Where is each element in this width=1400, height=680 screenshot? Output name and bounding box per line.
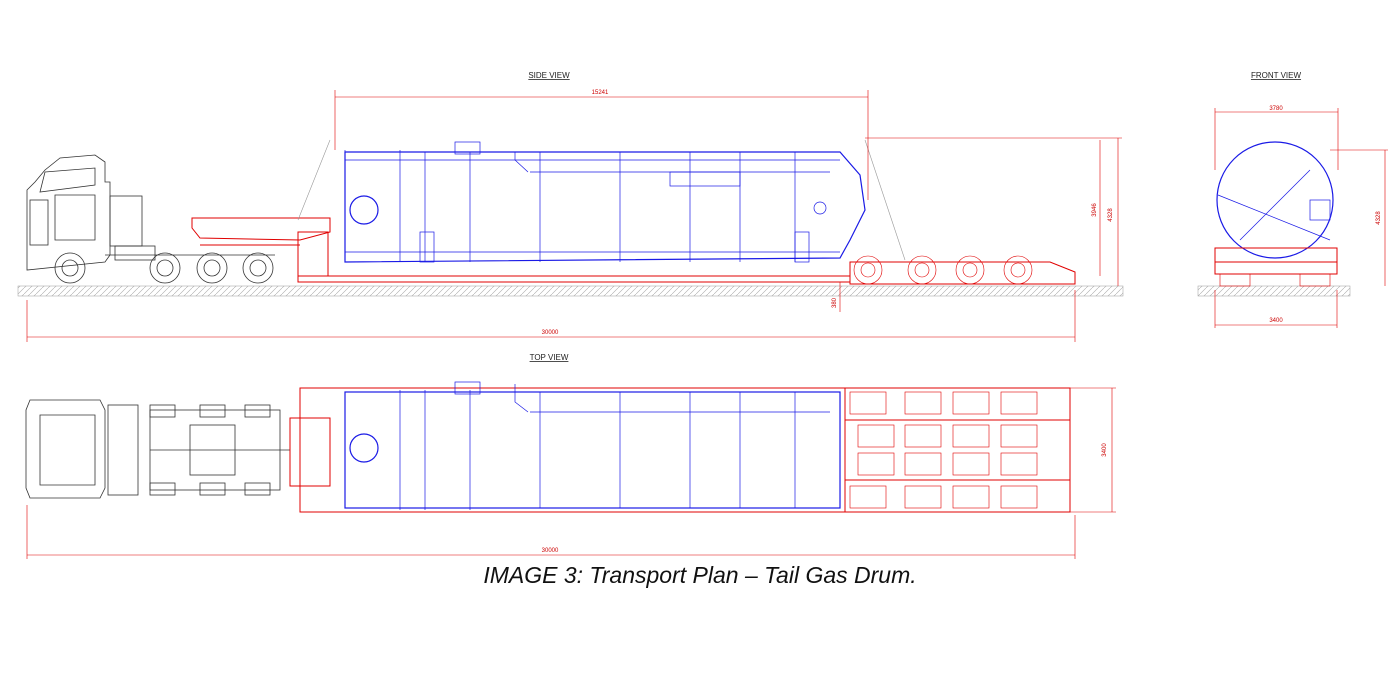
top-dimensions: 3400 30000 — [26, 387, 1116, 559]
dim-front-trailer-width: 3400 — [1269, 318, 1283, 324]
dim-front-drum-width: 3780 — [1269, 106, 1283, 112]
side-view-title: SIDE VIEW — [528, 71, 570, 80]
dim-front-height: 4328 — [1376, 211, 1382, 225]
drum-vessel-top — [344, 381, 841, 510]
trailer-top — [289, 387, 1071, 513]
dim-top-width: 3400 — [1102, 443, 1108, 457]
side-ground — [17, 285, 1124, 297]
side-view: SIDE VIEW — [17, 71, 1124, 342]
dim-total-height: 4328 — [1108, 208, 1114, 222]
drum-vessel-front — [1216, 141, 1334, 259]
side-dimensions: 15241 4328 3946 380 30000 — [26, 90, 1122, 342]
truck-side — [26, 154, 275, 284]
dim-drum-length: 15241 — [592, 90, 609, 96]
figure-caption: IMAGE 3: Transport Plan – Tail Gas Drum. — [483, 562, 917, 588]
dim-drum-height: 3946 — [1092, 203, 1098, 217]
top-view-title: TOP VIEW — [530, 353, 569, 362]
trailer-side — [191, 139, 1076, 285]
truck-top — [25, 399, 290, 499]
top-view: TOP VIEW — [25, 353, 1116, 559]
front-ground — [1197, 285, 1351, 297]
dim-ground-clearance: 380 — [832, 297, 838, 308]
front-view-title: FRONT VIEW — [1251, 71, 1302, 80]
dim-overall-length-top: 30000 — [542, 548, 559, 554]
drum-vessel-side — [344, 141, 866, 263]
front-view: FRONT VIEW 3780 4328 3400 — [1197, 71, 1388, 328]
dim-overall-length-side: 30000 — [542, 330, 559, 336]
